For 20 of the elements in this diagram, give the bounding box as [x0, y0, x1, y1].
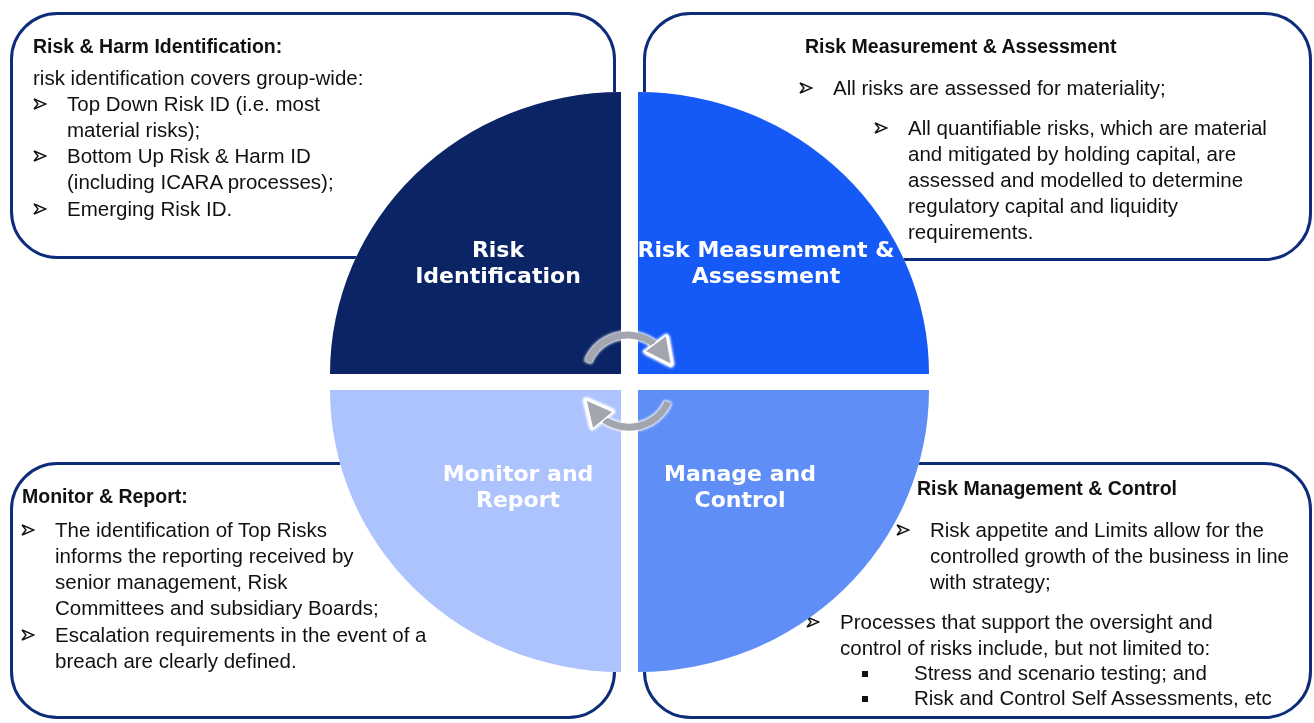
bullet-text: risk identification covers group-wide:	[33, 65, 365, 91]
quadrant-label: Manage and Control	[663, 461, 817, 513]
quadrant-label: Monitor and Report	[441, 461, 595, 513]
bullet-text: Stress and scenario testing; and	[914, 660, 1208, 686]
bullet-text: Processes that support the oversight and control of risks include, but not limited to:	[840, 609, 1214, 661]
bullet-text: All quantifiable risks, which are material and mitigated by holding capital, are assessed and modelled to determine regulatory capital and liquidity requirements.	[908, 115, 1268, 245]
bullet-text: All risks are assessed for materiality;	[833, 75, 1167, 101]
bullet-text: Bottom Up Risk & Harm ID (including ICARA processes);	[67, 143, 335, 195]
quadrant-label: Risk Identification	[414, 237, 582, 289]
bullet-text: The identification of Top Risks informs the reporting received by senior management, Risk Committees and subsidiary Boards;	[55, 517, 380, 621]
cycle-arrow	[584, 331, 675, 367]
bullet-text: Emerging Risk ID.	[67, 196, 234, 222]
bullet-text: Top Down Risk ID (i.e. most material risks);	[67, 91, 321, 143]
bullet-text: Risk and Control Self Assessments, etc	[914, 685, 1273, 711]
card-heading: Risk Measurement & Assessment	[805, 34, 1118, 59]
card-heading: Risk & Harm Identification:	[33, 34, 284, 59]
card-heading: Risk Management & Control	[917, 476, 1179, 501]
quadrant-label: Risk Measurement & Assessment	[636, 237, 896, 289]
bullet-text: Escalation requirements in the event of a breach are clearly defined.	[55, 622, 428, 674]
bullet-text: Risk appetite and Limits allow for the controlled growth of the business in line with strategy;	[930, 517, 1290, 595]
